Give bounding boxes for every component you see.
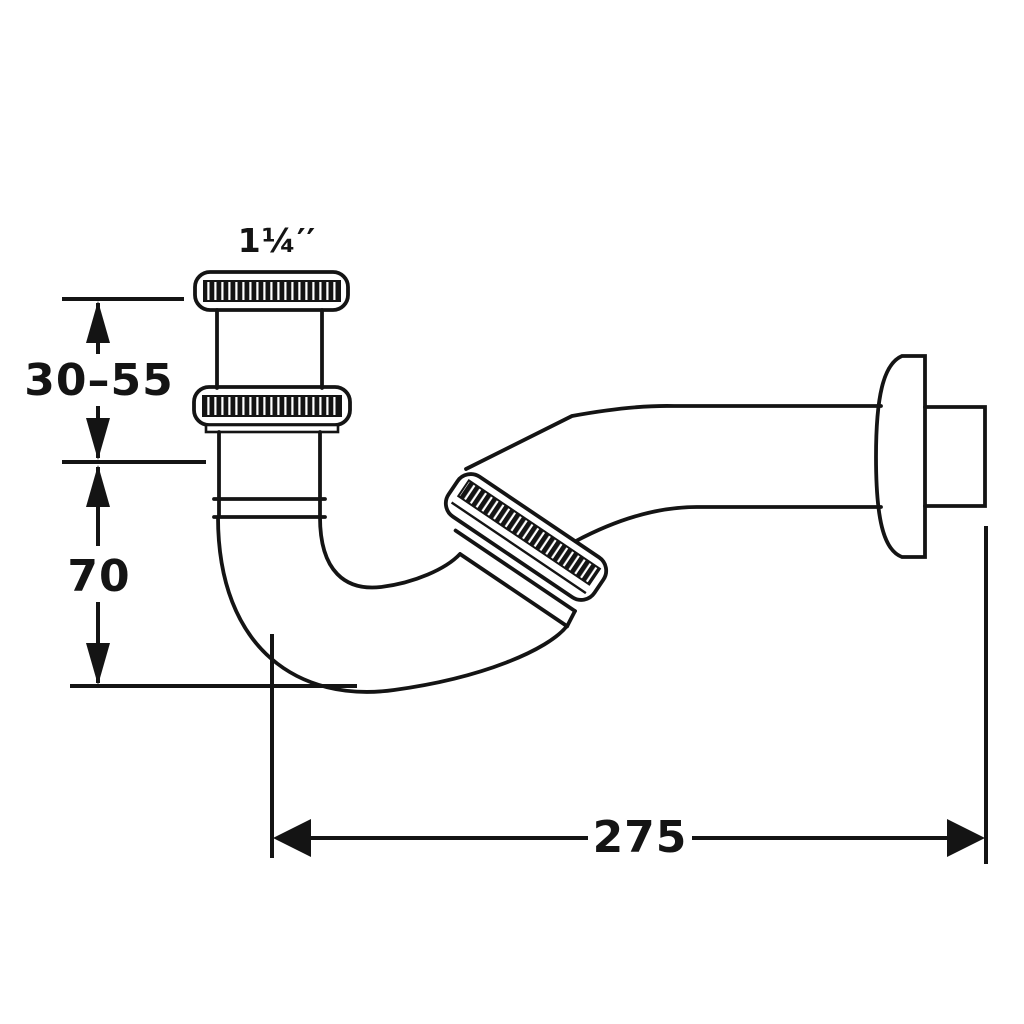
union-nut-lower xyxy=(192,385,352,434)
outlet-coupling xyxy=(443,472,609,629)
dimension-overall-length: 275 xyxy=(270,526,988,864)
coupling-nut-step-line xyxy=(450,501,587,595)
dimension-adjustment-range: 30–55 xyxy=(24,297,206,464)
union-nut-upper-knurl-band xyxy=(203,280,341,302)
coupling-cone-ring-lower xyxy=(458,552,570,629)
trap-bend-inner-wall xyxy=(318,515,462,590)
dimension-label-overall-length: 275 xyxy=(593,812,688,863)
union-nut-upper xyxy=(193,270,350,312)
outlet-pipe xyxy=(464,404,883,543)
arrowhead-left-icon xyxy=(273,819,311,857)
coupling-cone-ring-upper xyxy=(453,528,577,613)
trap-bend-outer-wall xyxy=(216,515,569,694)
inlet-tailpiece xyxy=(192,270,352,519)
arrowhead-up-icon xyxy=(86,301,110,343)
union-nut-lower-lip xyxy=(204,423,340,434)
union-nut-upper-body xyxy=(193,270,350,312)
arrowhead-down-icon xyxy=(86,643,110,685)
dimension-trap-depth: 70 xyxy=(67,465,357,688)
outlet-pipe-lower-wall xyxy=(574,505,883,543)
arrowhead-up-icon xyxy=(86,465,110,507)
label-inlet-size: 1¼′′ xyxy=(238,221,317,260)
dimension-label-trap-depth: 70 xyxy=(67,551,130,602)
wall-flange xyxy=(874,354,927,559)
dimension-label-adjustment-range: 30–55 xyxy=(24,355,173,406)
outlet-pipe-upper-wall xyxy=(464,404,883,471)
arrowhead-right-icon xyxy=(947,819,985,857)
arrowhead-down-icon xyxy=(86,418,110,460)
trap-u-bend xyxy=(216,515,569,694)
coupling-nut-knurl-band xyxy=(456,478,602,586)
coupling-cone-edge xyxy=(565,609,577,629)
union-nut-lower-knurl-band xyxy=(202,395,342,417)
wall-pipe-stub xyxy=(923,405,987,508)
coupling-nut-body xyxy=(443,472,609,602)
